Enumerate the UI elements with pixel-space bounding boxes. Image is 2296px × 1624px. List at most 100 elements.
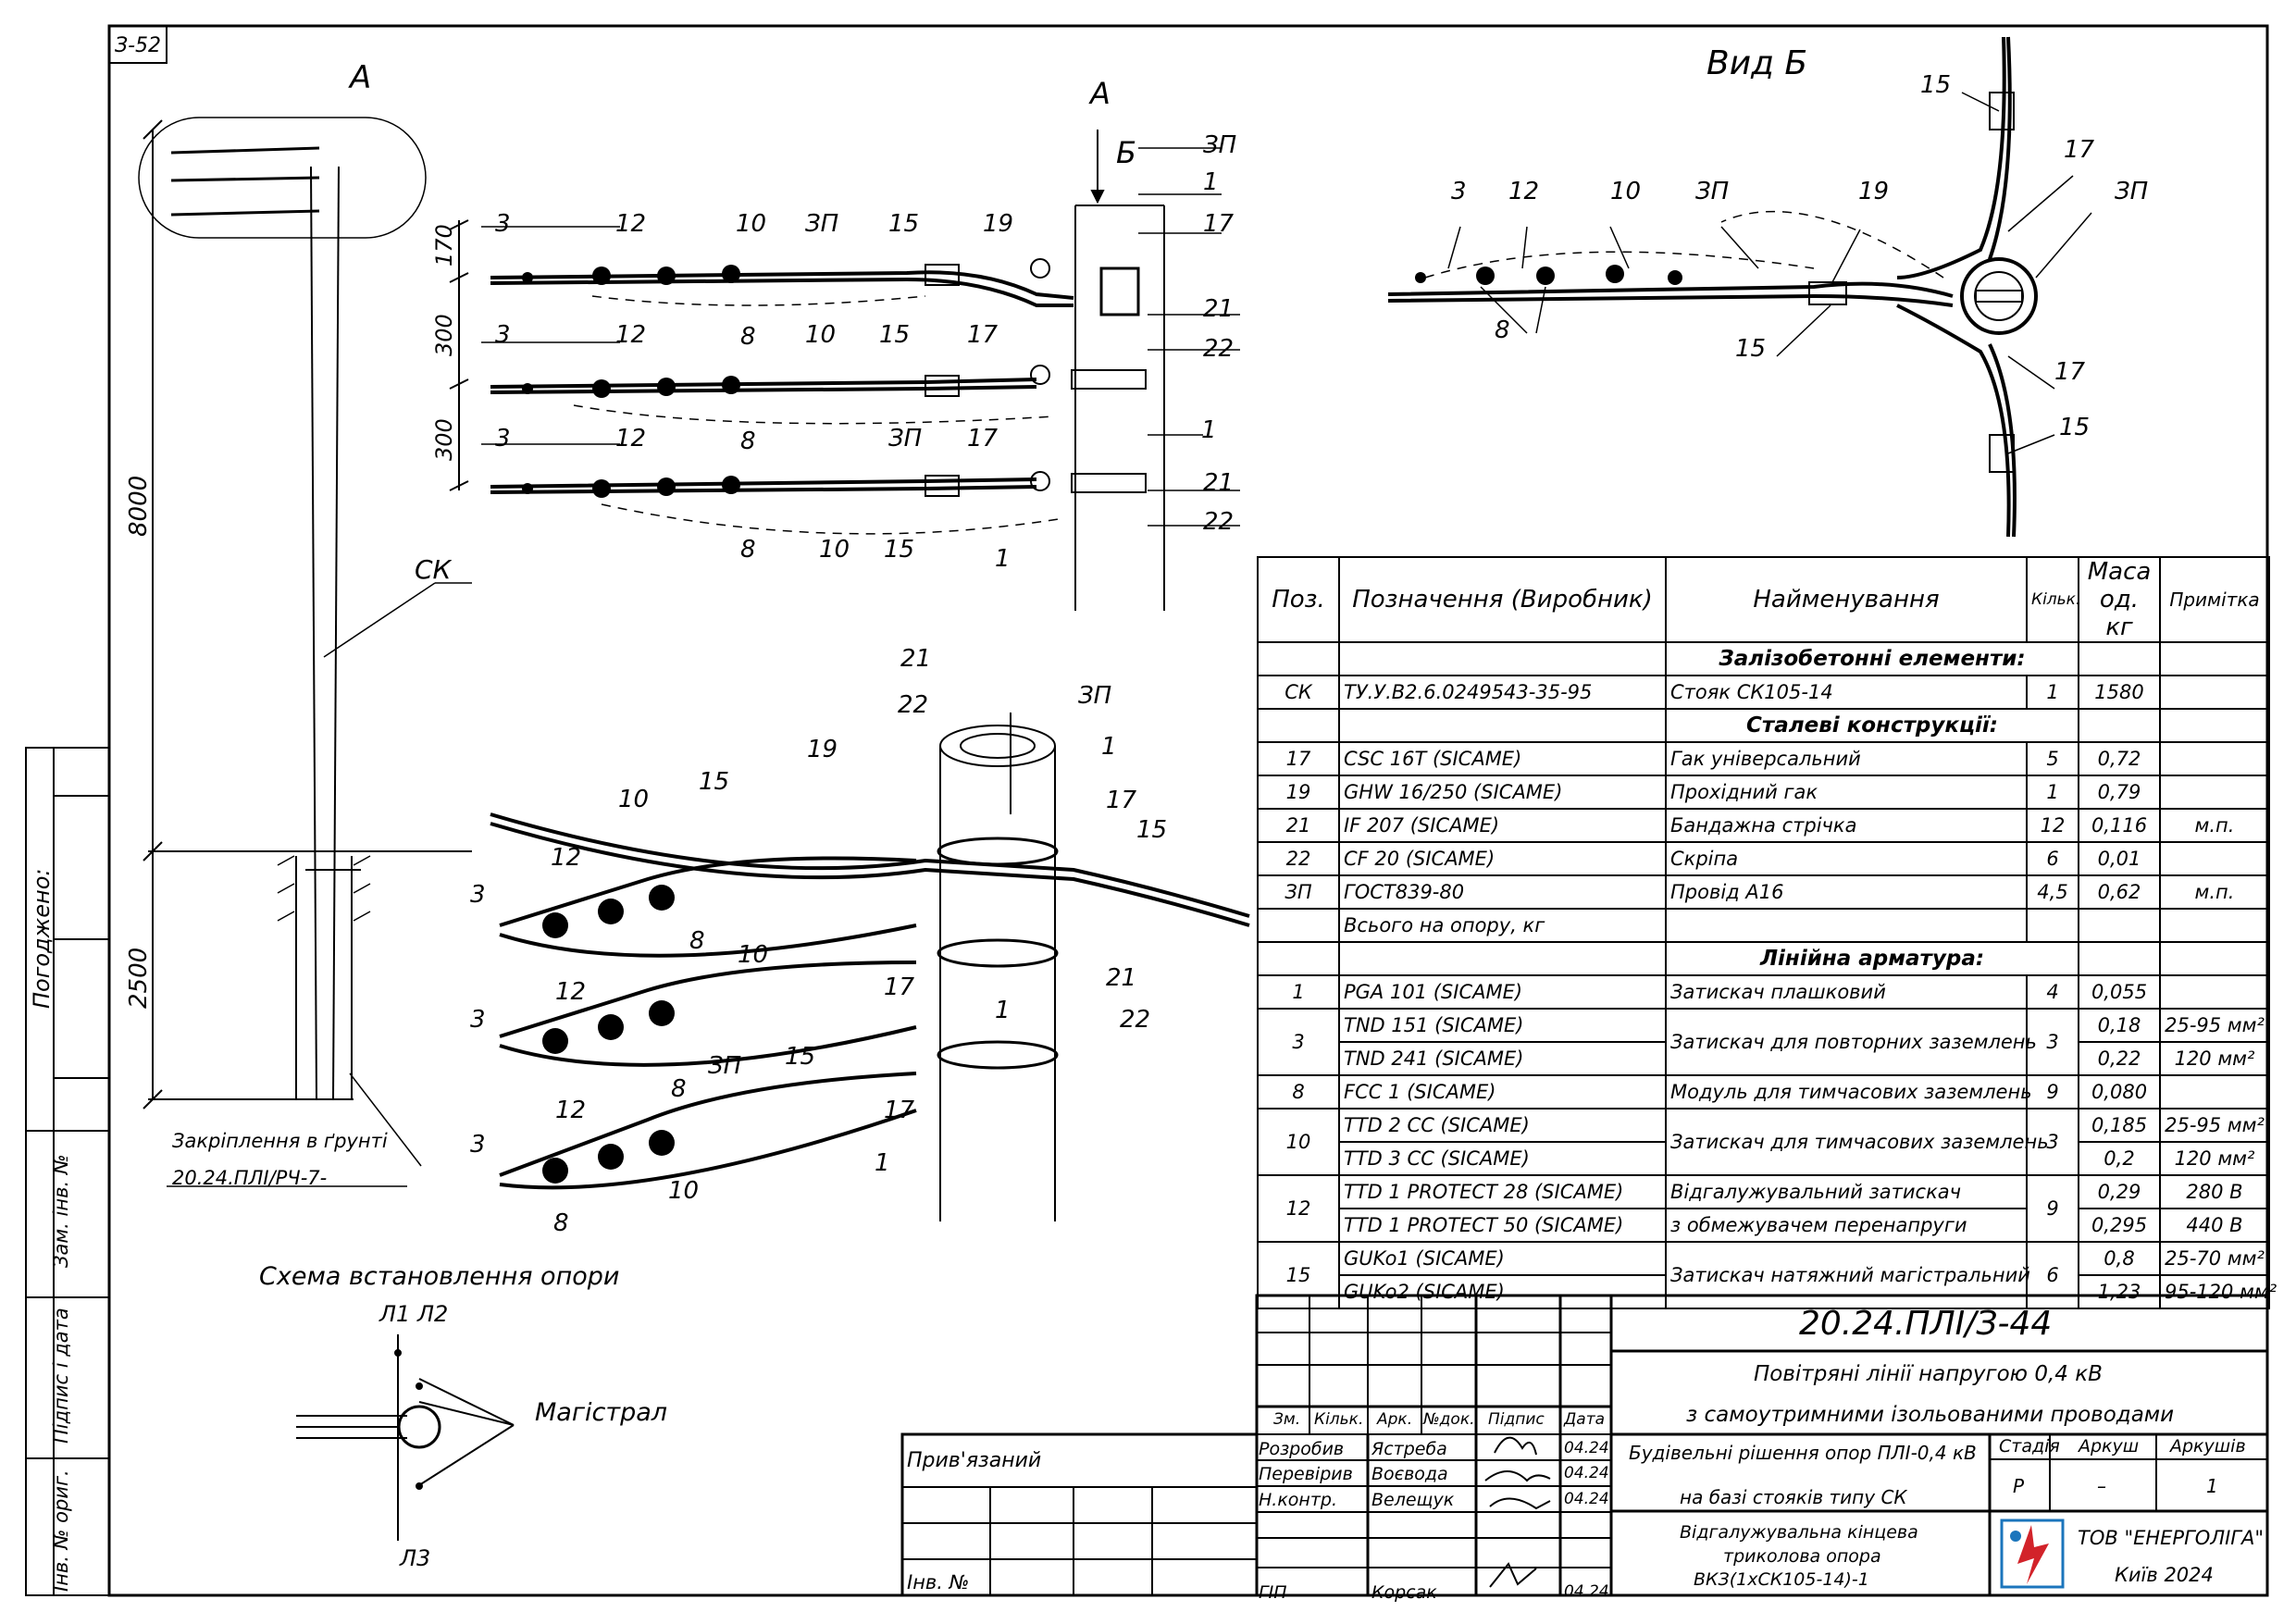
cell-mass2: 1,23: [2078, 1274, 2161, 1309]
callout-label: 17: [1203, 210, 1235, 238]
callout-label: 15: [785, 1043, 815, 1071]
cell-mass: 0,055: [2078, 974, 2161, 1010]
cell-desig: ГОСТ839-80: [1338, 874, 1667, 910]
callout-label: 19: [983, 210, 1013, 238]
section-row: Лінійна арматура:: [1257, 941, 2270, 976]
callout-label: 17: [2054, 358, 2086, 386]
cell-name: Стояк СК105-14: [1665, 675, 2028, 710]
callout-label: 12: [615, 321, 646, 349]
hdr-pos: Поз.: [1257, 556, 1340, 643]
detail-view-a: А: [1088, 76, 1111, 111]
cell-pos: ЗП: [1257, 874, 1340, 910]
callout-label: 8: [740, 428, 756, 455]
callout-label: 21: [1203, 469, 1234, 497]
title-block-grid: [900, 1294, 2269, 1597]
callout-label: 15: [888, 210, 919, 238]
sheet-title-3: ВКЗ(1хСК105-14)-1: [1694, 1569, 1869, 1590]
cell-qty: 3: [2026, 1008, 2079, 1076]
section-concrete: Залізобетонні елементи:: [1665, 641, 2079, 676]
project-line1: Повітряні лінії напругою 0,4 кВ: [1754, 1362, 2103, 1386]
cell-mass: 0,116: [2078, 808, 2161, 843]
cell-pos: 19: [1257, 775, 1340, 810]
cell-name: Затискач плашковий: [1665, 974, 2028, 1010]
elev-pole-label: СК: [415, 554, 453, 585]
dim-300a: 300: [431, 314, 457, 356]
col-ark: Арк.: [1377, 1410, 1413, 1429]
cell-pos: 10: [1257, 1108, 1340, 1176]
callout-label: 17: [2064, 136, 2095, 164]
signatory-role: Н.контр.: [1259, 1490, 1338, 1510]
callout-label: 21: [1106, 964, 1136, 992]
callout-label: 10: [738, 941, 768, 969]
cell-mass: 1580: [2078, 675, 2161, 710]
cell-pos: СК: [1257, 675, 1340, 710]
callout-label: 17: [967, 321, 999, 349]
cell-note2: 95-120 мм²: [2159, 1274, 2277, 1309]
elev-height-above: 8000: [125, 476, 153, 537]
section-line1: Будівельні рішення опор ПЛІ-0,4 кВ: [1629, 1442, 1977, 1464]
callout-label: 22: [1203, 335, 1234, 363]
cell-note: [2159, 1074, 2270, 1110]
cell-qty: 3: [2026, 1108, 2079, 1176]
callout-label: 15: [2059, 414, 2090, 441]
cell-name: Затискач для тимчасових заземлень: [1665, 1108, 2049, 1176]
sign-date-label: Підпис і дата: [50, 1308, 72, 1444]
callout-label: 22: [1203, 508, 1234, 536]
hdr-desig: Позначення (Виробник): [1338, 556, 1667, 643]
spec-row: TTD 1 PROTECT 50 (SICAME)з обмежувачем п…: [1258, 1208, 2270, 1243]
cell-note: [2159, 841, 2270, 876]
callout-label: 22: [898, 691, 928, 719]
dim-300b: 300: [431, 418, 457, 461]
cell-qty: 1: [2026, 675, 2079, 710]
fixing-doc: 20.24.ПЛІ/РЧ-7-: [172, 1167, 327, 1189]
cell-note2: 440 В: [2159, 1208, 2270, 1243]
callout-label: 19: [1858, 178, 1889, 205]
signatory-role: Перевірив: [1259, 1464, 1353, 1484]
inv-no-label: Інв. №: [907, 1571, 970, 1593]
callout-label: 12: [555, 1097, 586, 1124]
cell-note: [2159, 974, 2270, 1010]
detail-a: [449, 130, 1240, 611]
inv-orig-label: Інв. № ориг.: [50, 1469, 72, 1592]
callout-label: 10: [736, 210, 766, 238]
project-line2: з самоутримними ізольованими проводами: [1686, 1403, 2175, 1427]
scheme-title: Схема встановлення опори: [259, 1262, 619, 1291]
signatory-date: 04.24: [1564, 1582, 1609, 1601]
hdr-mass: Маса од. кг: [2078, 556, 2161, 643]
callout-label: 1: [1201, 416, 1217, 444]
cell-note: 25-95 мм²: [2159, 1008, 2270, 1043]
signatory-name: Корсак: [1371, 1582, 1437, 1603]
callout-label: 17: [1106, 787, 1137, 814]
cell-desig: CSC 16T (SICAME): [1338, 741, 1667, 776]
cell-mass: 0,72: [2078, 741, 2161, 776]
col-doc: №док.: [1423, 1410, 1475, 1429]
callout-label: 3: [1451, 178, 1467, 205]
callout-label: 8: [671, 1075, 687, 1103]
section-steel: Сталеві конструкції:: [1665, 708, 2079, 743]
cell-desig2: TND 241 (SICAME): [1338, 1041, 1667, 1076]
callout-label: 15: [879, 321, 910, 349]
cell-note: [2159, 675, 2270, 710]
callout-label: ЗП: [888, 425, 922, 452]
signatory-role: Розробив: [1259, 1439, 1345, 1459]
cell-mass2: 0,22: [2078, 1041, 2161, 1076]
cell-qty: 9: [2026, 1074, 2079, 1110]
cell-qty: 12: [2026, 808, 2079, 843]
callout-label: 19: [807, 736, 838, 763]
col-qty: Кільк.: [1314, 1410, 1364, 1429]
cell-qty: 9: [2026, 1174, 2079, 1243]
sheet-num-label: Аркуш: [2079, 1436, 2140, 1457]
callout-label: 1: [1203, 168, 1219, 196]
cell-desig: TND 151 (SICAME): [1338, 1008, 1667, 1043]
pole-elevation: [138, 117, 472, 1187]
cell-name: Бандажна стрічка: [1665, 808, 2028, 843]
cell-qty: 4: [2026, 974, 2079, 1010]
